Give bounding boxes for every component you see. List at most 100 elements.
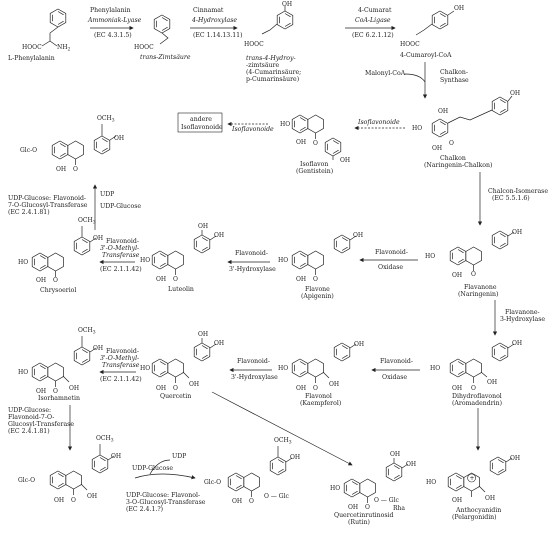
compound-label-hydroxyzimt-1: trans-4-Hydroy- <box>246 55 296 62</box>
flavone-7-glucoside: OH OCH3 Glc-O OH O <box>20 115 124 173</box>
svg-text:O: O <box>365 504 370 511</box>
compound-label-antho-2: (Pelargonidin) <box>452 514 497 521</box>
omt-a-label-1: Flavonoid- <box>106 238 139 245</box>
svg-text:HO: HO <box>412 125 422 132</box>
l-phenylalanin: HOOC NH2 L-Phenylalanin <box>8 8 70 62</box>
svg-text:OH: OH <box>87 493 97 500</box>
compound-label-antho-1: Anthocyanidin <box>455 507 501 514</box>
svg-text:OH: OH <box>214 340 224 347</box>
svg-text:OH: OH <box>329 381 339 388</box>
svg-text:O — Glc: O — Glc <box>264 493 289 500</box>
chi-label-2: (EC 5.5.1.6) <box>492 195 530 202</box>
udp-top-label: UDP <box>100 191 114 198</box>
svg-text:OH: OH <box>114 135 124 142</box>
svg-text:OH: OH <box>111 453 121 460</box>
svg-text:OH: OH <box>290 454 300 461</box>
svg-text:OH: OH <box>438 108 448 115</box>
luteolin: OH OH HO OH O Luteolin <box>140 223 224 293</box>
rutin-arrow <box>211 391 353 466</box>
nh2-label: NH2 <box>57 44 70 53</box>
svg-text:OCH3: OCH3 <box>96 435 114 444</box>
hooc-label: HOOC <box>22 44 42 51</box>
svg-text:OH: OH <box>512 229 522 236</box>
quercetin: OH OH OH HO OH O Quercetin <box>140 331 224 400</box>
compound-label-chalkon-1: Chalkon <box>440 155 466 162</box>
svg-text:OH: OH <box>93 235 103 242</box>
omt-a-label-3: Transferase <box>102 252 140 259</box>
4cl-enzyme-label: CoA-Ligase <box>355 17 391 24</box>
svg-text:O: O <box>53 388 58 395</box>
ugt7-bottom-label-2: Flavonoid-7-O- <box>8 414 54 421</box>
compound-label-chalkon-2: (Naringenin-Chalkon) <box>424 162 492 169</box>
fls-label-1: Flavonoid- <box>380 358 413 365</box>
svg-text:O — Glc: O — Glc <box>374 497 399 504</box>
svg-text:HO: HO <box>425 253 435 260</box>
ugt3-arrow <box>134 473 196 480</box>
compound-label-l-phenylalanin: L-Phenylalanin <box>8 55 55 62</box>
compound-label-dihydroflavonol-2: (Aromadendrin) <box>452 400 502 407</box>
compound-label-rutin-2: (Rutin) <box>348 519 370 526</box>
compound-label-4-cumaroyl-coa: 4-Cumaroyl-CoA <box>400 52 452 59</box>
svg-text:OH: OH <box>156 276 166 283</box>
svg-text:OH: OH <box>296 139 306 146</box>
svg-text:HO: HO <box>140 365 150 372</box>
svg-text:O: O <box>71 497 76 504</box>
chalkon: OH HO OH O OH Chalkon (Naringenin-Chalko… <box>412 90 520 169</box>
trans-zimtsaeure: HOOC trans-Zimtsäure <box>134 14 191 61</box>
c4h-ec-label: (EC 1.14.13.11) <box>193 32 243 39</box>
svg-text:OH: OH <box>36 388 46 395</box>
compound-label-rutin-1: Quercetinrutinosid <box>334 512 394 519</box>
pal-substrate-label: Phenylalanin <box>90 7 131 14</box>
svg-text:OH: OH <box>282 1 292 8</box>
svg-text:OCH3: OCH3 <box>78 217 96 226</box>
compound-label-hydroxyzimt-3: (4-Cumarinsäure; <box>246 69 301 76</box>
c4h-enzyme-label: 4-Hydroxylase <box>191 17 237 24</box>
f3h-label-1: Flavanone- <box>505 309 540 316</box>
compound-label-chrysoeriol: Chrysoeriol <box>40 287 76 294</box>
4cl-substrate-label: 4-Cumarat <box>358 7 392 14</box>
compound-label-flavanone-1: Flavanone <box>464 284 497 291</box>
svg-text:HOOC: HOOC <box>134 44 154 51</box>
ugt7-bottom-label-3: Glucosyl-Transferase <box>8 421 74 428</box>
compound-label-dihydroflavonol-1: Dihydroflavonol <box>452 393 502 400</box>
compound-label-flavonol-2: (Kaempferol) <box>300 400 341 407</box>
svg-text:O: O <box>249 498 254 505</box>
svg-text:OH: OH <box>189 381 199 388</box>
compound-label-hydroxyzimt-4: p-Cumarinsäure) <box>246 76 299 83</box>
svg-text:HO: HO <box>426 479 436 486</box>
svg-text:OH: OH <box>69 385 79 392</box>
f3h-label-2: 3-Hydroxylase <box>500 316 545 323</box>
svg-text:OH: OH <box>432 145 442 152</box>
svg-text:OH: OH <box>353 232 363 239</box>
dihydroflavonol: OH OH HO OH O Dihydroflavonol (Aromadend… <box>430 340 522 407</box>
svg-text:OH: OH <box>512 340 522 347</box>
svg-text:Rha: Rha <box>393 505 405 512</box>
pal-enzyme-label: Ammoniak-Lyase <box>87 17 142 24</box>
fls-label-2: Oxidase <box>382 374 407 381</box>
ugt7-top-label-3: (EC 2.4.1.81) <box>8 209 50 216</box>
omt-b-label-3: Transferase <box>102 362 140 369</box>
fns-label-2: Oxidase <box>378 264 403 271</box>
compound-label-flavanone-2: (Naringenin) <box>458 291 498 298</box>
c4h-substrate-label: Cinnamat <box>193 7 224 14</box>
svg-text:OH: OH <box>156 385 166 392</box>
f3h-b-label-2: 3'-Hydroxylase <box>231 374 278 381</box>
andere-isoflavonoide-box <box>177 112 223 133</box>
ugt3-label-1: UDP-Glucose: Flavonol- <box>126 492 200 499</box>
omt-b-label-4: (EC 2.1.1.42) <box>100 376 142 383</box>
svg-text:HO: HO <box>430 365 440 372</box>
chi-label-1: Chalcon-Isomerase <box>488 188 548 195</box>
f3h-a-label-2: 3'-Hydroxylase <box>229 266 276 273</box>
flavanone: OH HO OH O Flavanone (Naringenin) <box>425 229 522 298</box>
svg-text:OH: OH <box>348 504 358 511</box>
ugt3-label-3: (EC 2.4.1.?) <box>126 506 163 513</box>
omt-a-label-4: (EC 2.1.1.42) <box>100 266 142 273</box>
ugt3-label-2: 3-O-Glucosyl-Transferase <box>126 499 206 506</box>
ugt7-bottom-label-4: (EC 2.4.1.81) <box>8 428 50 435</box>
svg-text:OH: OH <box>214 232 224 239</box>
svg-text:OH: OH <box>296 385 306 392</box>
svg-text:OH: OH <box>198 331 208 338</box>
chs-label-2: Synthase <box>440 77 469 84</box>
compound-label-flavone-2: (Apigenin) <box>301 293 334 300</box>
